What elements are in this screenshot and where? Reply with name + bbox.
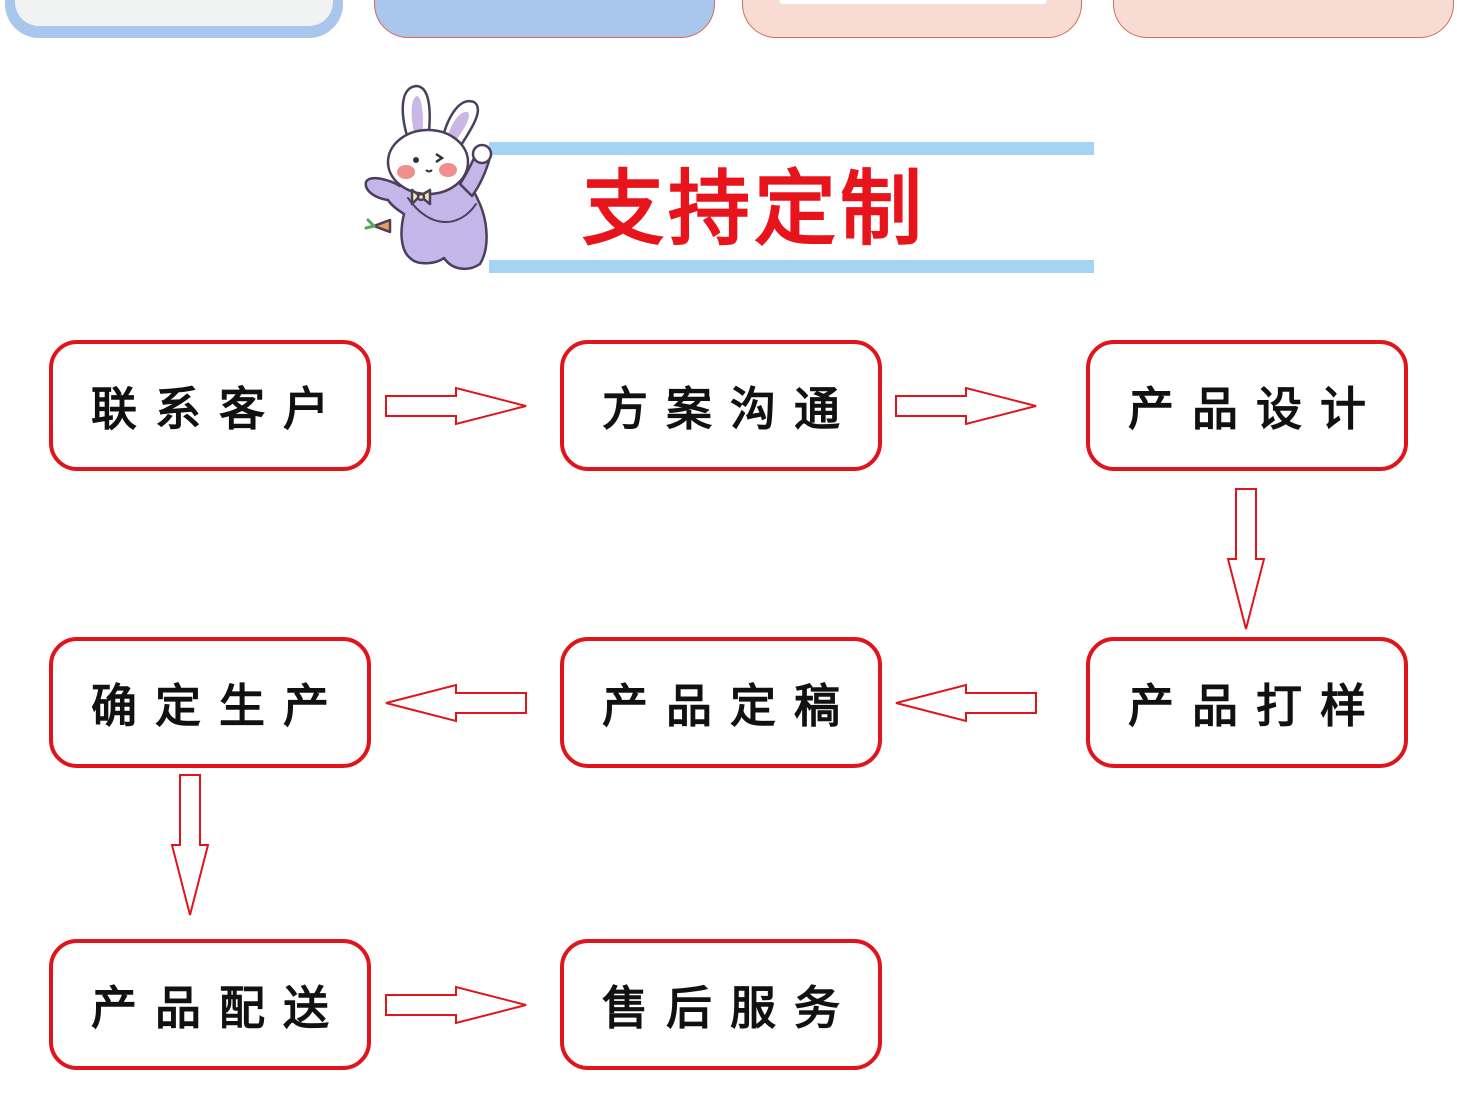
top-card-4 xyxy=(1113,0,1454,38)
arrow-down-icon xyxy=(170,774,210,916)
rabbit-icon xyxy=(364,84,493,271)
step-box-product-sample: 产品打样 xyxy=(1086,637,1408,768)
arrow-right-icon xyxy=(895,386,1037,426)
top-card-1-inner xyxy=(15,0,333,26)
top-card-1 xyxy=(5,0,343,38)
step-label: 售后服务 xyxy=(602,980,858,1035)
page-title: 支持定制 xyxy=(581,162,926,257)
arrow-down-icon xyxy=(1226,488,1266,630)
step-label: 产品定稿 xyxy=(602,678,858,733)
step-box-product-finalize: 产品定稿 xyxy=(560,637,882,768)
title-bar-bottom xyxy=(489,260,1094,273)
step-label: 产品配送 xyxy=(91,980,347,1035)
step-box-confirm-production: 确定生产 xyxy=(49,637,371,768)
step-box-product-design: 产品设计 xyxy=(1086,340,1408,471)
top-card-3 xyxy=(742,0,1082,38)
step-box-contact-customer: 联系客户 xyxy=(49,340,371,471)
arrow-right-icon xyxy=(385,985,527,1025)
arrow-left-icon xyxy=(385,683,527,723)
step-box-product-delivery: 产品配送 xyxy=(49,939,371,1070)
top-card-2 xyxy=(374,0,715,38)
step-label: 产品设计 xyxy=(1128,381,1384,436)
step-box-after-sales: 售后服务 xyxy=(560,939,882,1070)
arrow-left-icon xyxy=(895,683,1037,723)
step-label: 产品打样 xyxy=(1128,678,1384,733)
title-bar-top xyxy=(489,142,1094,155)
step-box-plan-communication: 方案沟通 xyxy=(560,340,882,471)
step-label: 方案沟通 xyxy=(602,381,858,436)
step-label: 确定生产 xyxy=(91,678,347,733)
step-label: 联系客户 xyxy=(91,381,347,436)
arrow-right-icon xyxy=(385,386,527,426)
top-card-3-inner xyxy=(779,0,1047,4)
